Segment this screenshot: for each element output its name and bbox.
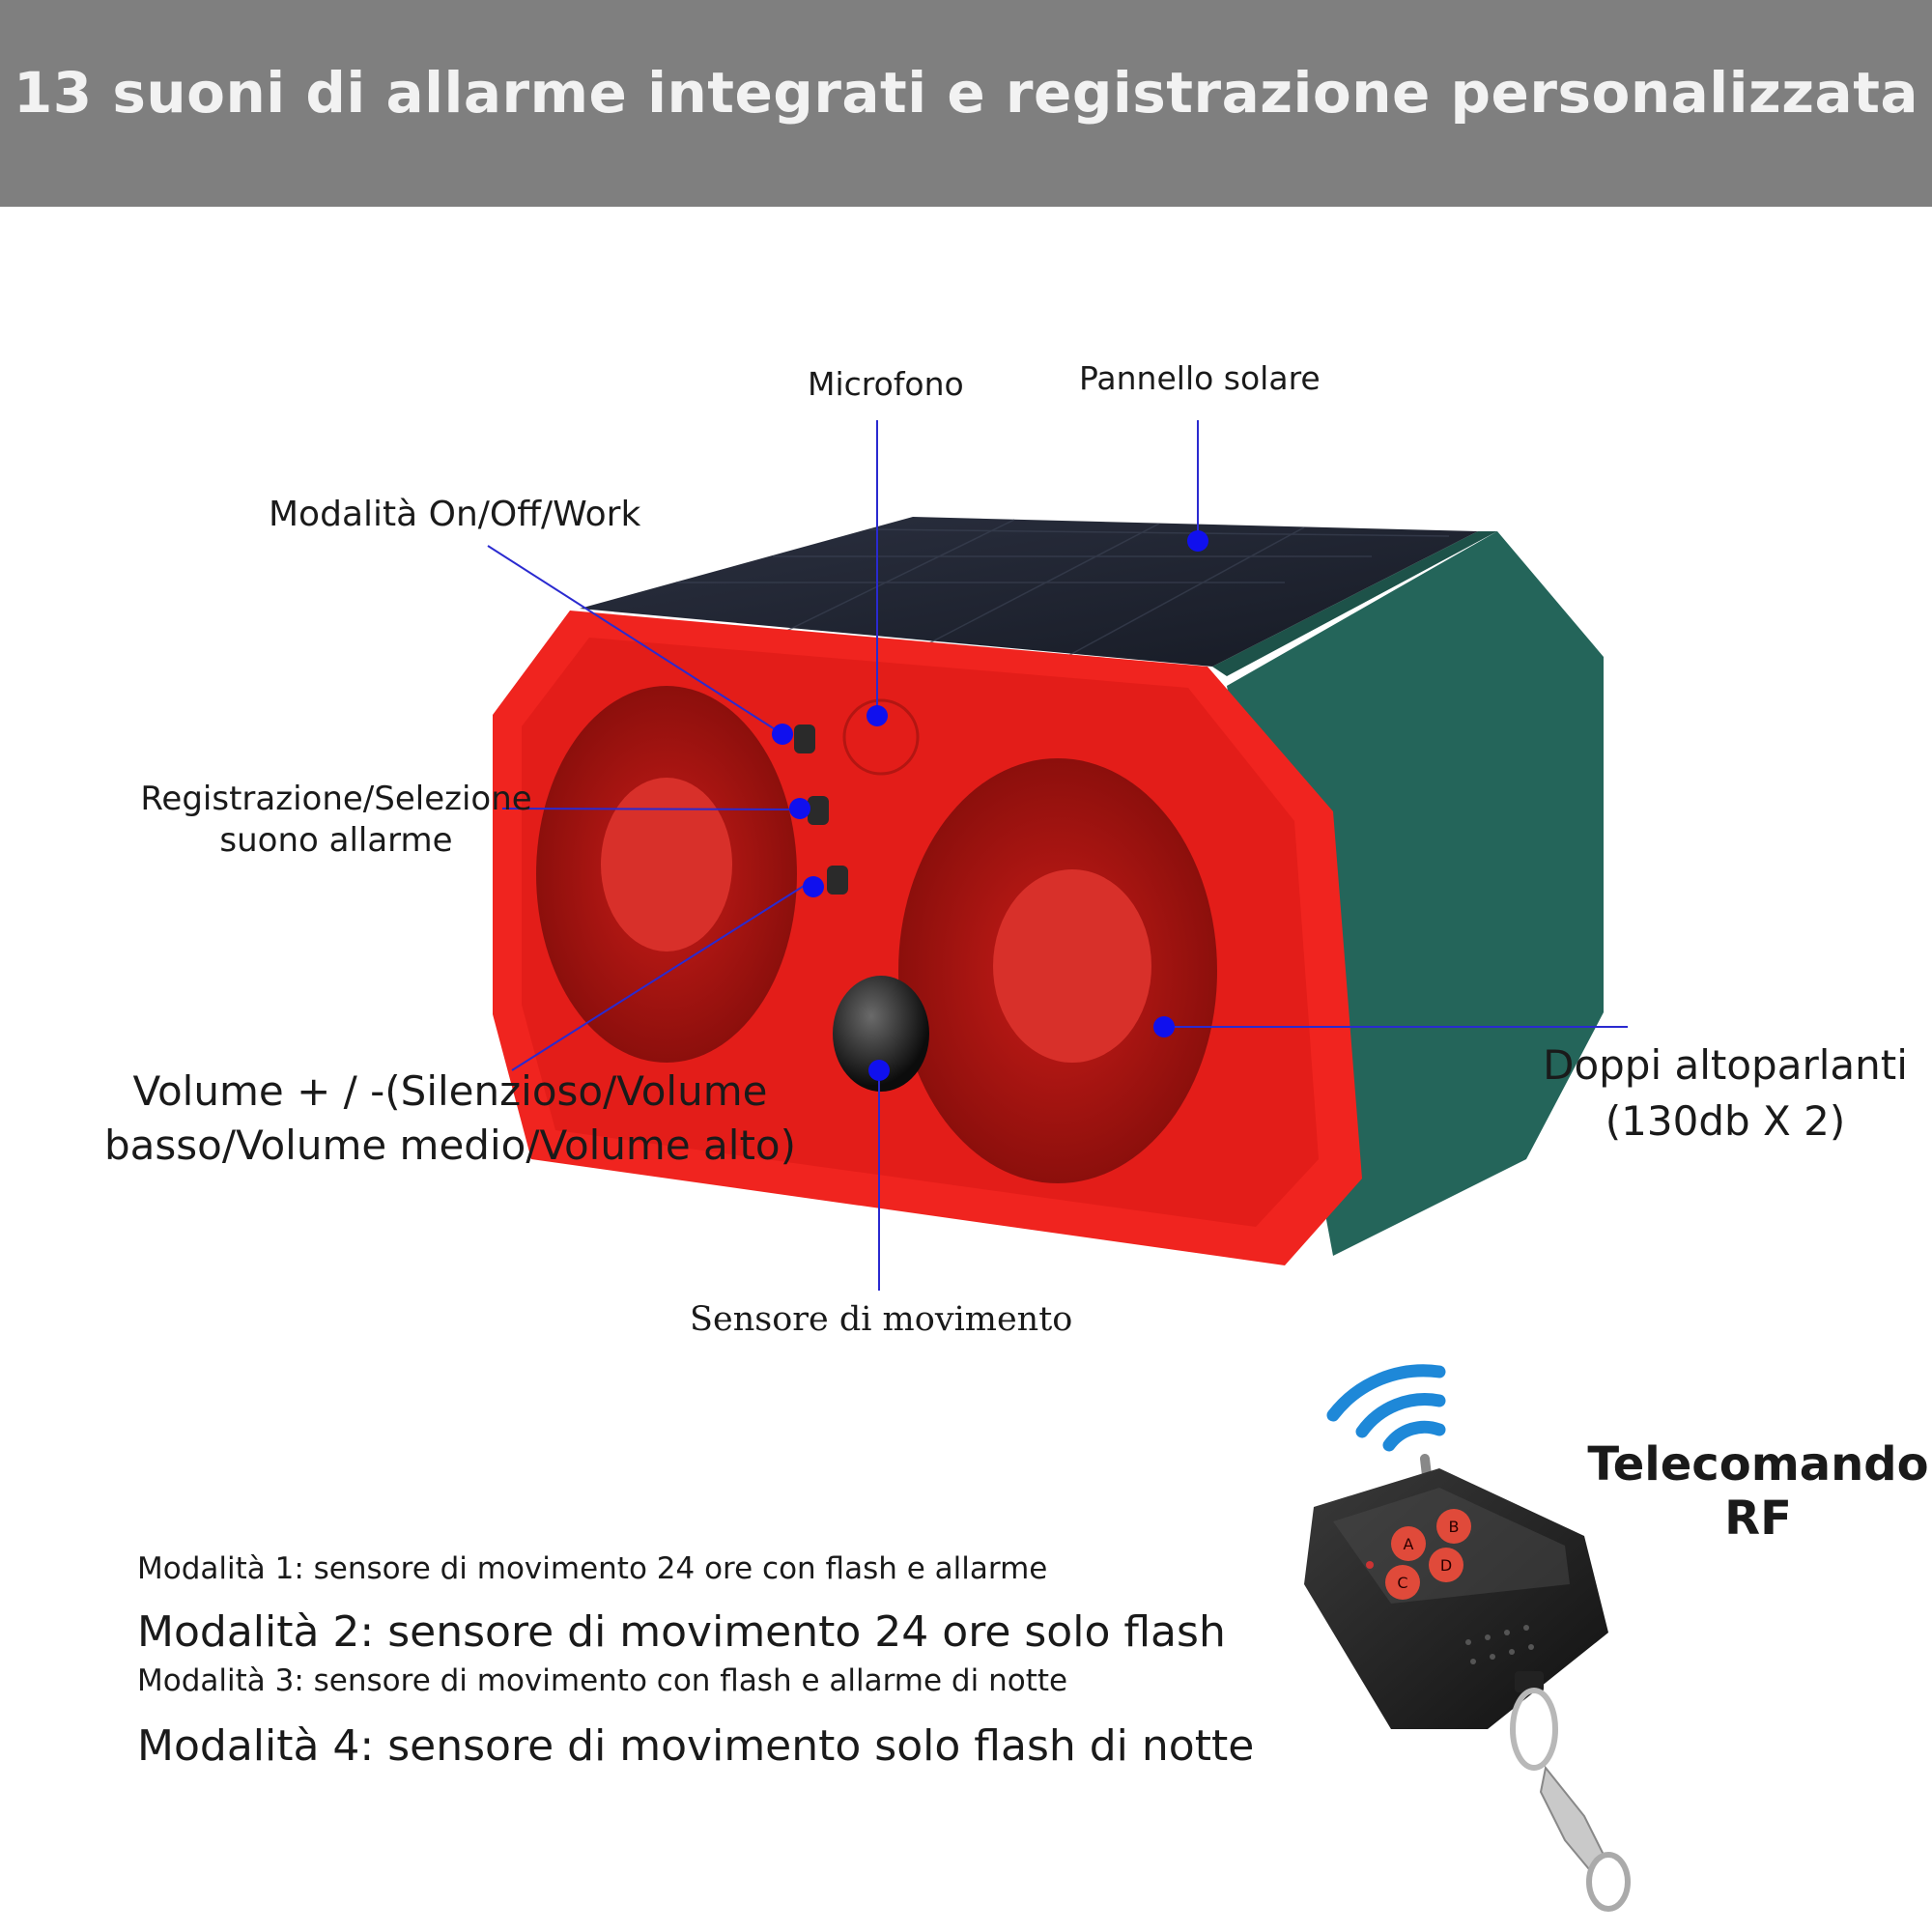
callout-dot-speaker — [1153, 1016, 1175, 1037]
callout-dot-record — [789, 798, 810, 819]
callout-dots — [772, 530, 1208, 1081]
device-green-top-edge — [1212, 531, 1497, 676]
mode-line: Modalità 2: sensore di movimento 24 ore … — [137, 1607, 1226, 1657]
remote-clasp-ring — [1586, 1852, 1631, 1912]
callout-line-volume — [511, 880, 812, 1071]
mode-line: Modalità 4: sensore di movimento solo fl… — [137, 1721, 1255, 1771]
mode-switch-knob — [794, 724, 815, 753]
microphone-port — [842, 698, 920, 776]
callout-dot-volume — [803, 876, 824, 897]
callout-speakers: Doppi altoparlanti (130db X 2) — [1543, 1041, 1908, 1145]
remote-grip-dots — [1465, 1625, 1534, 1664]
remote-led — [1366, 1561, 1374, 1569]
remote-button-a-label: A — [1404, 1535, 1414, 1553]
remote-button-d-label: D — [1440, 1556, 1452, 1575]
remote-title: Telecomando RF — [1587, 1437, 1929, 1546]
callout-volume: Volume + / -(Silenzioso/Volume basso/Vol… — [103, 1067, 796, 1169]
mode-line: Modalità 1: sensore di movimento 24 ore … — [137, 1551, 1048, 1586]
remote-key-ring — [1510, 1688, 1558, 1771]
banner-title: 13 suoni di allarme integrati e registra… — [13, 60, 1919, 126]
callout-mode-switch: Modalità On/Off/Work — [269, 495, 641, 534]
callout-dot-mode — [772, 724, 793, 745]
wifi-signal-icon — [1326, 1364, 1446, 1452]
right-speaker-cap — [993, 869, 1151, 1063]
remote-buttons: A B C D — [1385, 1509, 1471, 1600]
remote-button-c-label: C — [1397, 1574, 1407, 1592]
remote-button-a — [1391, 1526, 1426, 1561]
remote-carabiner — [1539, 1765, 1605, 1871]
header-banner: 13 suoni di allarme integrati e registra… — [0, 0, 1932, 207]
callout-dot-motion — [868, 1060, 890, 1081]
callout-microphone: Microfono — [808, 365, 964, 403]
callout-record-select: Registrazione/Selezione suono allarme — [140, 780, 532, 860]
solar-alarm-device-image — [493, 517, 1604, 1265]
callout-lines — [487, 420, 1628, 1291]
callout-dot-mic — [867, 705, 888, 726]
callout-solar-panel: Pannello solare — [1079, 359, 1321, 397]
remote-button-d — [1429, 1548, 1463, 1582]
rf-remote-image: A B C D — [1304, 1454, 1631, 1912]
record-button-knob — [808, 796, 829, 825]
remote-ring-slot — [1515, 1671, 1544, 1692]
remote-button-b-label: B — [1449, 1518, 1460, 1536]
solar-panel-grid — [676, 519, 1450, 660]
callout-motion-sensor: Sensore di movimento — [690, 1300, 1073, 1339]
callout-line-mode — [487, 545, 783, 735]
remote-button-b — [1436, 1509, 1471, 1544]
remote-button-c — [1385, 1565, 1420, 1600]
mode-line: Modalità 3: sensore di movimento con fla… — [137, 1663, 1068, 1698]
callout-line-record — [501, 808, 803, 810]
callout-dot-solar — [1187, 530, 1208, 552]
left-speaker-cap — [601, 778, 732, 952]
volume-button-knob — [827, 866, 848, 895]
pir-motion-lens — [833, 976, 929, 1092]
